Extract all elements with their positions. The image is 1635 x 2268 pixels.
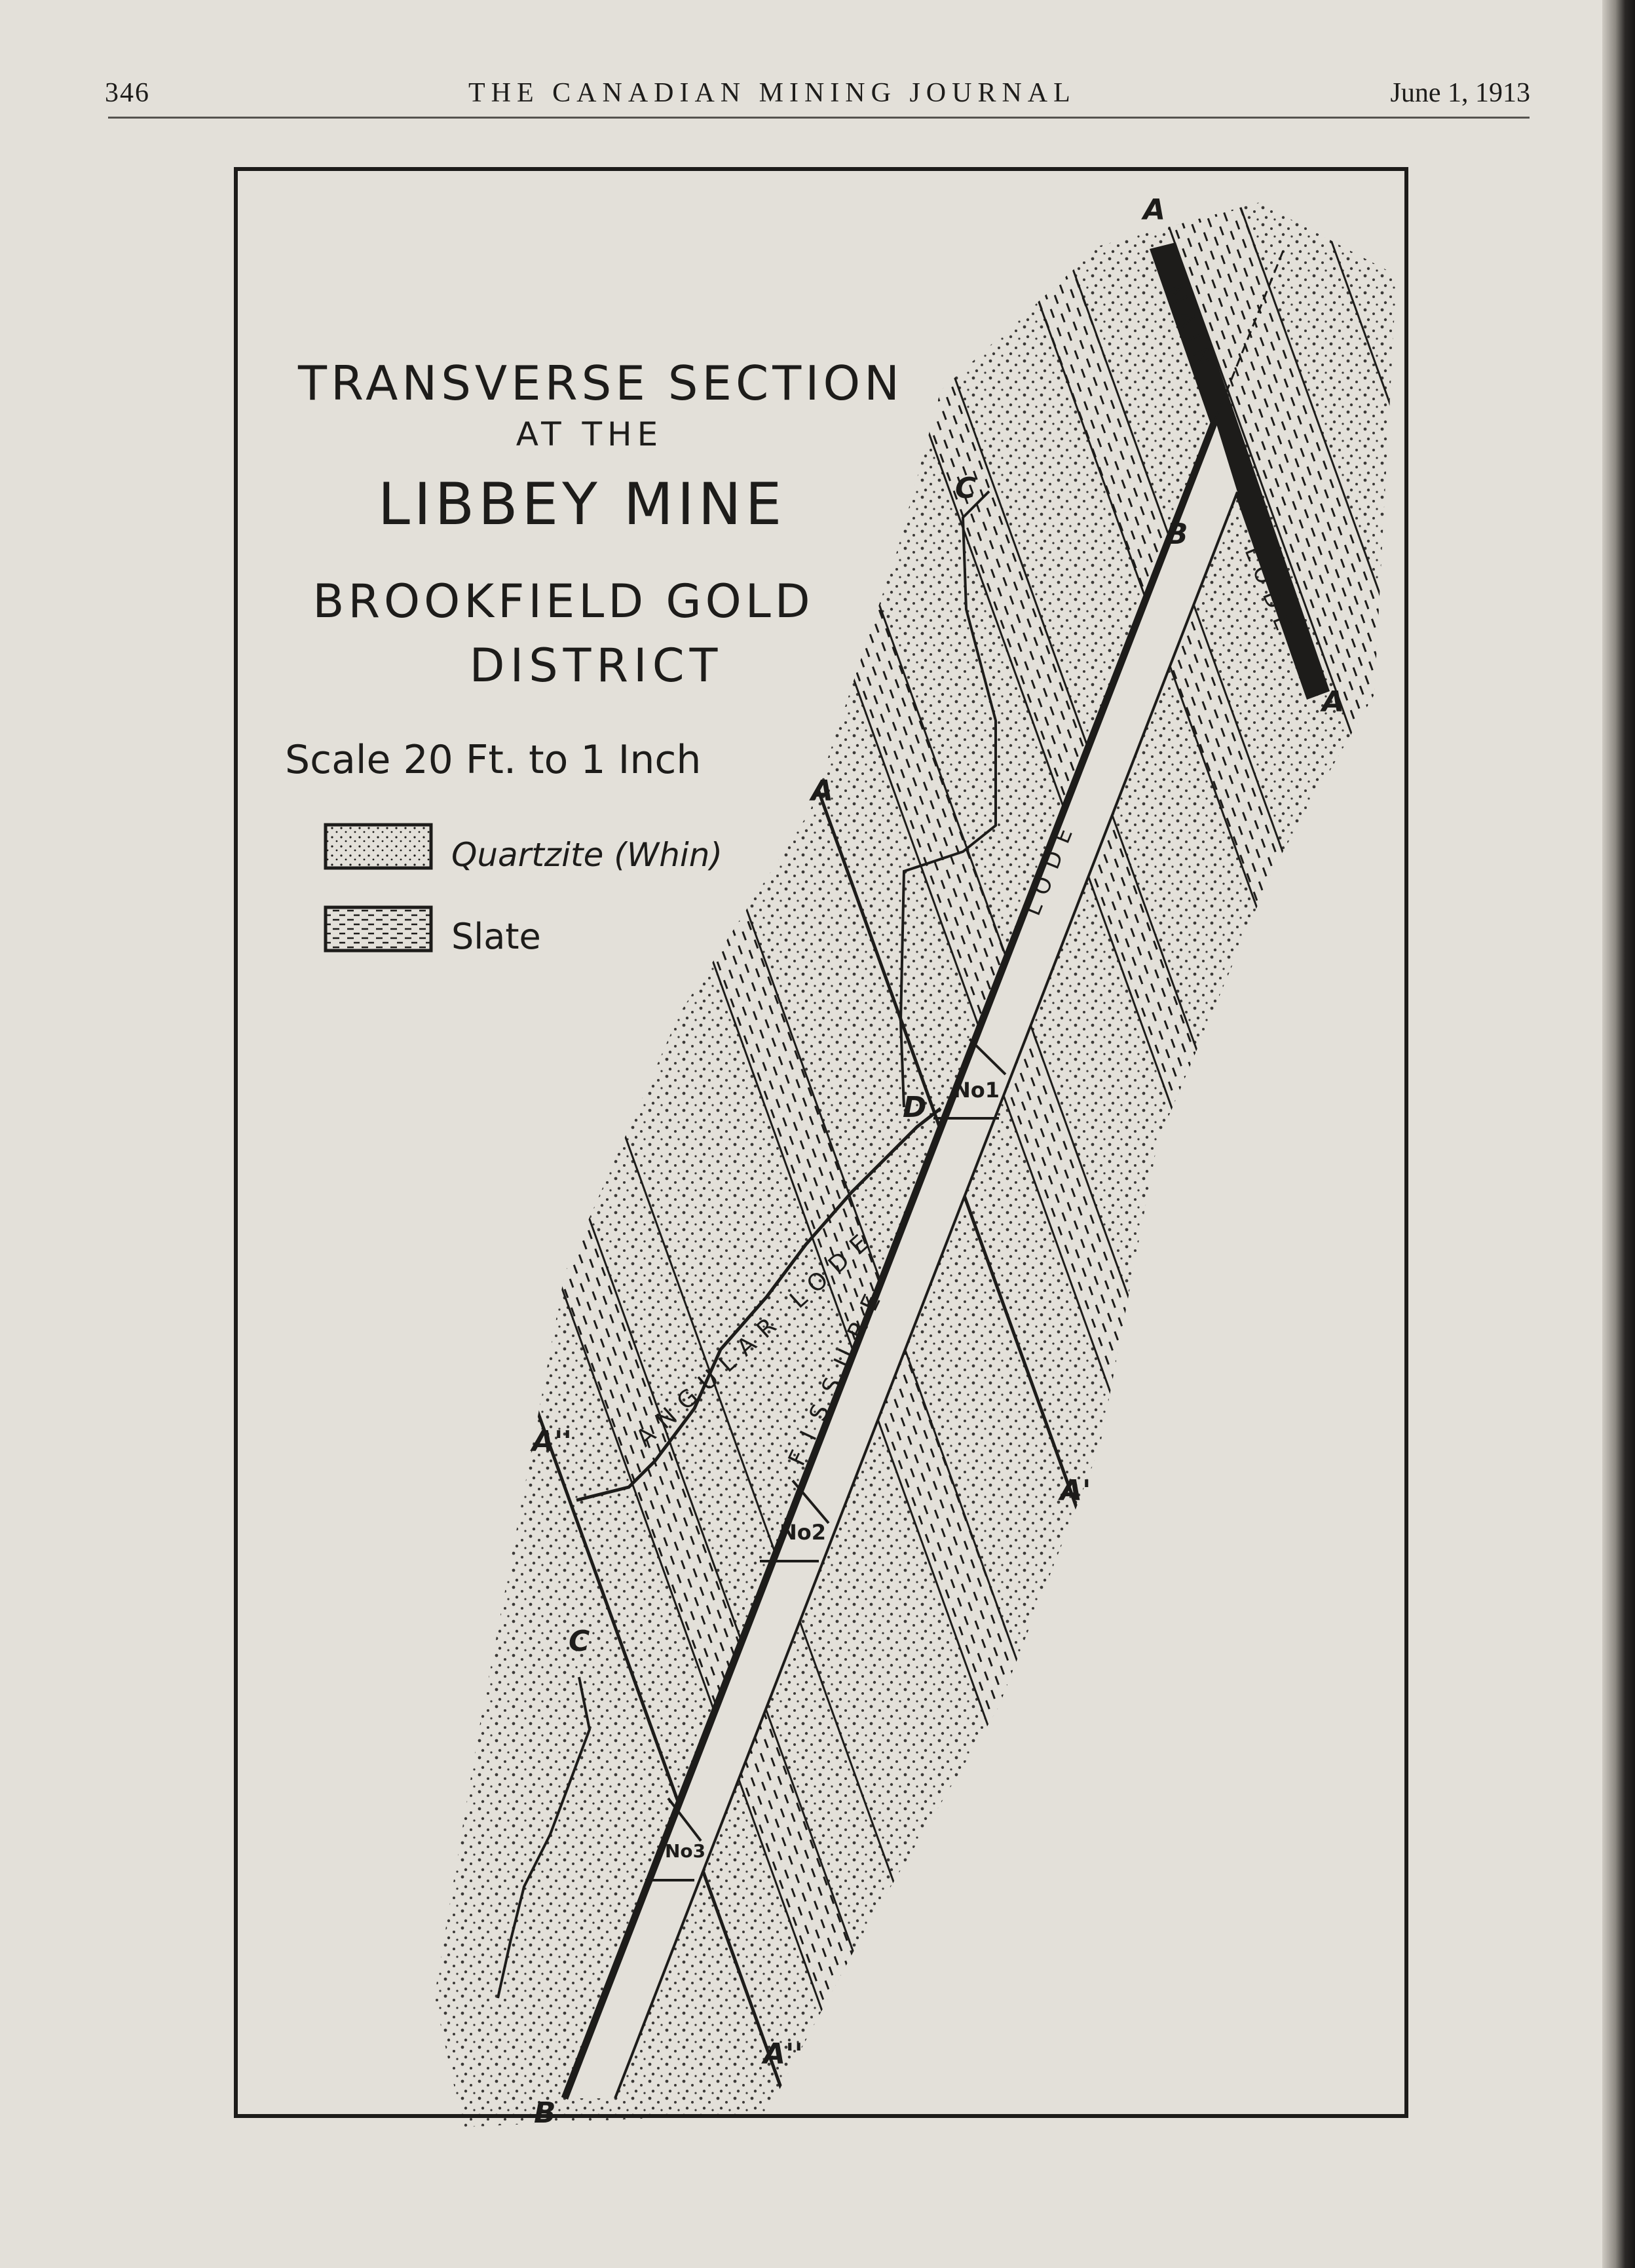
- legend-label-quartzite: Quartzite (Whin): [451, 836, 723, 874]
- strata-boundary: [434, 202, 987, 2127]
- c-vein-lower: [497, 1676, 592, 1999]
- fissure-hanging-wall: [561, 419, 1219, 2100]
- level-no2-crosscut: [791, 1479, 830, 1524]
- strata-boundary: [1145, 202, 1397, 2127]
- label-a-prime: A': [1058, 1474, 1091, 1507]
- label-b-top: B: [1166, 518, 1188, 551]
- page-edge-shadow: [1602, 0, 1635, 2268]
- strata-area: [434, 202, 1397, 2127]
- fissure-extension: [1214, 248, 1285, 421]
- diagram-title-line2: AT THE: [516, 415, 664, 453]
- journal-title: THE CANADIAN MINING JOURNAL: [468, 78, 1076, 108]
- label-c-bottom: C: [569, 1625, 590, 1658]
- label-a-double-left: A'': [530, 1425, 572, 1458]
- label-c-top: C: [955, 472, 976, 505]
- label-a-top: A: [1141, 193, 1165, 227]
- diagram-frame: [234, 167, 1408, 2118]
- diagram-title-line4: BROOKFIELD GOLD: [312, 575, 814, 628]
- c-vein-upper: [899, 490, 997, 1108]
- label-level-no1: No1: [953, 1078, 1000, 1103]
- angular-lode: [576, 1107, 942, 1502]
- strata-boundary: [1224, 202, 1397, 2127]
- level-no1-crosscut: [968, 1038, 1007, 1076]
- fissure-band: [565, 420, 1237, 2098]
- main-lode: [1150, 242, 1330, 700]
- diagram-title-line5: DISTRICT: [470, 639, 723, 692]
- fissure-foot-wall: [614, 491, 1239, 2099]
- legend-label-slate: Slate: [451, 916, 541, 957]
- label-a-right: A: [1320, 685, 1344, 719]
- legend-swatch-slate: [324, 905, 433, 953]
- legend-swatch-quartzite: [324, 823, 433, 870]
- label-a-double-bottom: A'': [761, 2037, 803, 2071]
- label-a-mid: A: [809, 774, 833, 808]
- page-number: 346: [105, 78, 150, 108]
- scale-note: Scale 20 Ft. to 1 Inch: [285, 737, 701, 783]
- slate-band: [1146, 202, 1397, 2127]
- header-rule: [108, 117, 1530, 119]
- label-level-no2: No2: [780, 1520, 826, 1545]
- diagram-title-line1: TRANSVERSE SECTION: [297, 356, 903, 411]
- diagram-title-line3: LIBBEY MINE: [378, 470, 785, 538]
- level-no3-crosscut: [667, 1797, 702, 1842]
- issue-date: June 1, 1913: [1390, 78, 1531, 108]
- label-level-no3: No3: [665, 1840, 705, 1862]
- strata-boundary: [1368, 202, 1397, 2127]
- label-d: D: [903, 1091, 927, 1124]
- label-b-bottom: B: [534, 2096, 556, 2130]
